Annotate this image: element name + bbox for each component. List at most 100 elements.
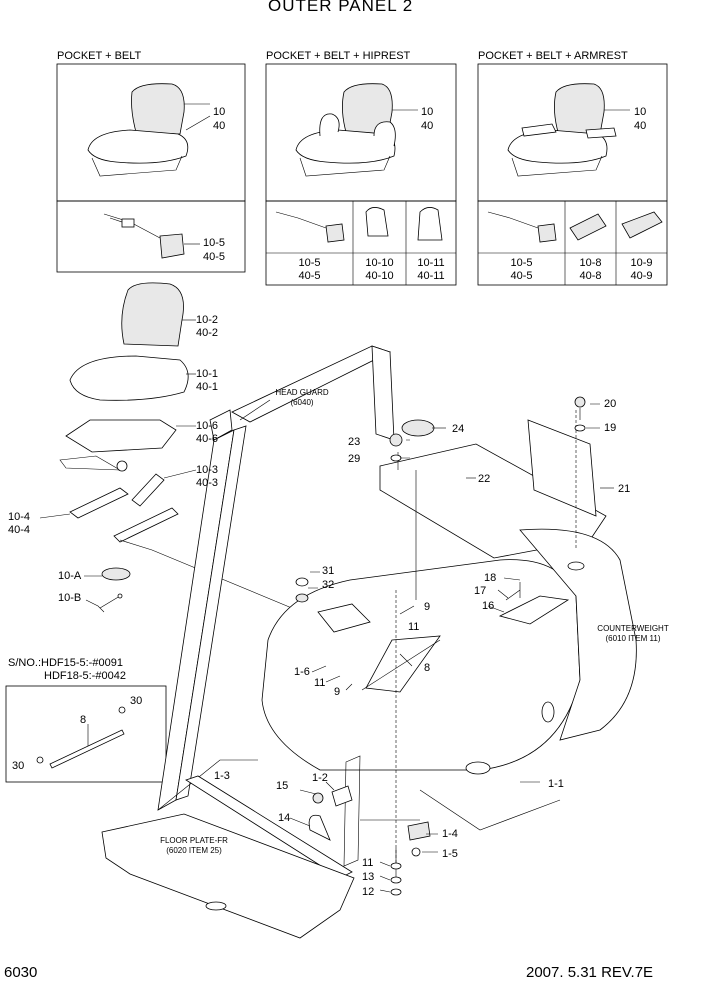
label-10-2: 10-2 <box>196 314 219 326</box>
exploded-seat <box>39 282 341 629</box>
rubber-strip <box>185 775 353 879</box>
box1-heading: POCKET + BELT <box>57 50 142 62</box>
box2-cell-1-a: 10-5 <box>298 257 321 269</box>
box3-seat-ref-a: 10 <box>634 106 647 118</box>
box2-heading: POCKET + BELT + HIPREST <box>266 50 411 62</box>
callout-9-lower: 9 <box>334 686 341 698</box>
cowl-panel <box>261 559 581 771</box>
detail-label-30-a: 30 <box>130 695 143 707</box>
callout-13: 13 <box>362 871 375 883</box>
callout-11-mid: 11 <box>314 677 326 689</box>
box2-seat-ref-b: 40 <box>421 120 434 132</box>
callout-24: 24 <box>452 423 465 435</box>
callout-17: 17 <box>474 585 487 597</box>
box3-cell-1-a: 10-5 <box>510 257 533 269</box>
counterweight <box>519 528 637 741</box>
box3-heading: POCKET + BELT + ARMREST <box>478 50 628 62</box>
callout-8: 8 <box>424 662 431 674</box>
callout-22: 22 <box>478 473 491 485</box>
label-10-3: 10-3 <box>196 464 219 476</box>
box2-cell-2-b: 40-10 <box>365 270 394 282</box>
outer-panel-body <box>261 396 637 896</box>
seat-cushion-illustration <box>69 355 189 401</box>
box3-cell-1-b: 40-5 <box>510 270 533 282</box>
label-40-2: 40-2 <box>196 327 219 339</box>
callout-1-3: 1-3 <box>214 770 230 782</box>
callout-21: 21 <box>618 483 631 495</box>
callout-12: 12 <box>362 886 375 898</box>
head-guard-illustration <box>157 345 395 811</box>
detail-label-8: 8 <box>80 714 87 726</box>
box2-cell-3-a: 10-11 <box>417 257 445 269</box>
box1-seat-ref-a: 10 <box>213 106 226 118</box>
seat-back-illustration <box>121 282 184 347</box>
callout-32: 32 <box>322 579 335 591</box>
callout-16: 16 <box>482 600 495 612</box>
box-pocket-belt-hiprest <box>265 63 457 286</box>
floor-plate-illustration <box>101 775 355 939</box>
callout-11-lower: 11 <box>362 857 374 869</box>
callout-23: 23 <box>348 436 361 448</box>
head-guard-note-2: (6040) <box>290 398 314 407</box>
label-10-a: 10-A <box>58 570 82 582</box>
box-pocket-belt <box>56 63 246 273</box>
callout-20: 20 <box>604 398 617 410</box>
callout-1-6: 1-6 <box>294 666 310 678</box>
box3-cell-2-a: 10-8 <box>579 257 602 269</box>
callout-11-upper: 11 <box>408 621 420 633</box>
box-pocket-belt-armrest <box>477 63 668 286</box>
callout-1-2: 1-2 <box>312 772 328 784</box>
callout-1-4: 1-4 <box>442 828 458 840</box>
callout-1-5: 1-5 <box>442 848 458 860</box>
bracket-plate <box>527 419 597 517</box>
label-40-1: 40-1 <box>196 381 219 393</box>
box3-cell-3-a: 10-9 <box>630 257 653 269</box>
floor-plate-note-1: FLOOR PLATE-FR <box>160 836 228 845</box>
belt-illustration <box>159 233 185 259</box>
callout-29: 29 <box>348 453 361 465</box>
label-10-4: 10-4 <box>8 511 31 523</box>
serial-line-2: HDF18-5:-#0042 <box>44 670 126 682</box>
label-40-3: 40-3 <box>196 477 219 489</box>
serial-line-1: S/NO.:HDF15-5:-#0091 <box>8 657 123 669</box>
box3-cell-3-b: 40-9 <box>630 270 653 282</box>
box2-cell-3-b: 40-11 <box>417 270 445 282</box>
box2-cell-1-b: 40-5 <box>298 270 321 282</box>
box1-belt-ref-b: 40-5 <box>203 251 226 263</box>
box2-cell-2-a: 10-10 <box>365 257 394 269</box>
leader-lines <box>289 403 614 893</box>
label-40-4: 40-4 <box>8 524 31 536</box>
detail-label-30-b: 30 <box>12 760 25 772</box>
seat-frame-illustration <box>65 419 177 453</box>
gas-spring-detail-box <box>5 685 167 783</box>
box2-seat-ref-a: 10 <box>421 106 434 118</box>
page-number: 6030 <box>4 964 38 981</box>
floor-plate-note-2: (6020 ITEM 25) <box>166 846 222 855</box>
counterweight-note-2: (6010 ITEM 11) <box>605 634 661 643</box>
revision-stamp: 2007. 5.31 REV.7E <box>526 964 654 981</box>
label-40-6: 40-6 <box>196 433 219 445</box>
seat-rail-illustration <box>69 487 129 519</box>
callout-14: 14 <box>278 812 291 824</box>
counterweight-note-1: COUNTERWEIGHT <box>597 624 669 633</box>
seat-illustration <box>131 83 185 135</box>
label-10-1: 10-1 <box>196 368 219 380</box>
callout-18: 18 <box>484 572 497 584</box>
callout-1-1: 1-1 <box>548 778 564 790</box>
label-10-6: 10-6 <box>196 420 219 432</box>
label-10-b: 10-B <box>58 592 82 604</box>
page-title: OUTER PANEL 2 <box>268 0 414 15</box>
cap <box>401 419 435 437</box>
grommet-illustration <box>101 567 131 581</box>
callout-31: 31 <box>322 565 335 577</box>
box3-seat-ref-b: 40 <box>634 120 647 132</box>
callout-19: 19 <box>604 422 617 434</box>
box1-seat-ref-b: 40 <box>213 120 226 132</box>
box1-belt-ref-a: 10-5 <box>203 237 226 249</box>
head-guard-note-1: HEAD GUARD <box>275 388 329 397</box>
box3-cell-2-b: 40-8 <box>579 270 602 282</box>
callout-9-upper: 9 <box>424 601 431 613</box>
callout-15: 15 <box>276 780 289 792</box>
